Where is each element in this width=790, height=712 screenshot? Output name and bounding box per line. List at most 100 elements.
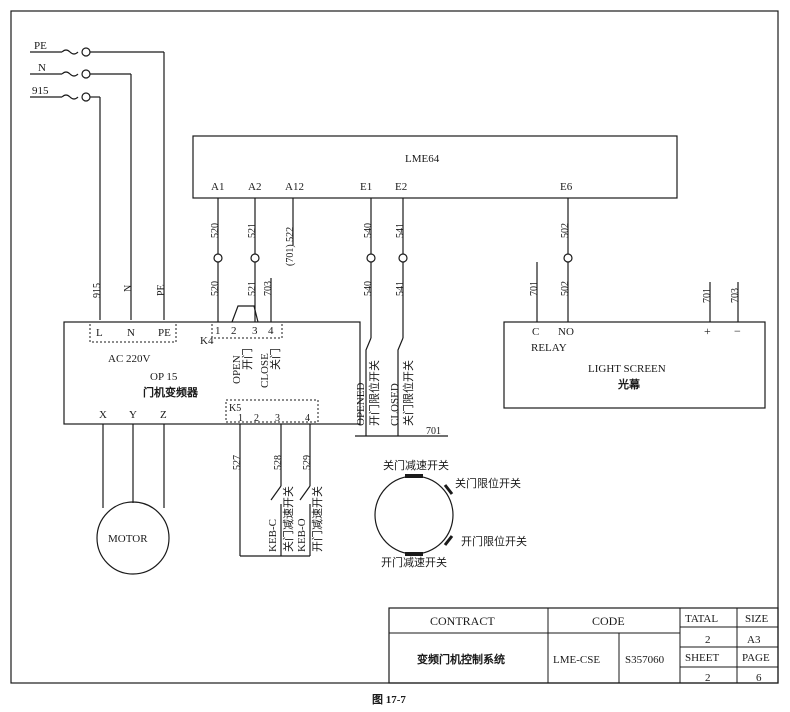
k4-pin-4: 4: [268, 325, 274, 337]
terminal-n: N: [127, 327, 135, 339]
k5-pin-3: 3: [275, 413, 280, 424]
motor-label: MOTOR: [108, 533, 148, 545]
wire-label-502-top: 502: [560, 223, 571, 238]
feed-label-l: 915: [92, 283, 103, 298]
output-x: X: [99, 409, 107, 421]
plus-terminal: +: [704, 324, 711, 338]
k4-bridge: [231, 305, 259, 323]
opened-label: OPENED: [355, 383, 367, 426]
lme64-terminal-e6: E6: [560, 181, 573, 193]
limit-switches: 701 OPENED 开门限位开关 CLOSED 关门限位开关: [355, 337, 448, 437]
wire-label-540-mid: 540: [363, 281, 374, 296]
supply-terminals: PE N 915 915 N PE: [30, 40, 167, 320]
wire-label-502-mid: 502: [560, 281, 571, 296]
output-y: Y: [129, 409, 137, 421]
code-header: CODE: [592, 614, 625, 628]
pe-label: PE: [34, 40, 47, 52]
cam-bottom-marker: [405, 552, 423, 556]
k4-terminal-strip: [211, 321, 283, 339]
k5-label: K5: [229, 403, 241, 414]
k4-pin-1: 1: [215, 325, 221, 337]
output-z: Z: [160, 409, 167, 421]
size-value: A3: [747, 634, 761, 646]
deceleration-switches: 527 528 529 KEB-C 关门减速开关 KEB-O 开门减速开关: [232, 424, 324, 557]
contract-header: CONTRACT: [430, 614, 495, 628]
relay-label: RELAY: [531, 342, 567, 354]
wire-label-c-701: 701: [529, 281, 540, 296]
wire-label-521-top: 521: [247, 223, 258, 238]
tatal-header: TATAL: [685, 613, 718, 625]
supply-voltage: AC 220V: [108, 353, 151, 365]
sheet-value: 2: [705, 672, 711, 684]
terminal-520: [213, 253, 223, 263]
cam-circle: [374, 475, 454, 555]
keb-c-contact: [270, 485, 282, 501]
minus-terminal: −: [734, 324, 741, 338]
close-label: CLOSE: [259, 353, 271, 388]
lme64-wiring: 520 520 521 521 (701) 522 703 540 540 54…: [210, 198, 573, 338]
feed-label-pe: PE: [156, 284, 167, 296]
motor: MOTOR: [96, 424, 170, 575]
tatal-value: 2: [705, 634, 711, 646]
cam-lower-right-label: 开门限位开关: [461, 534, 527, 548]
cam-upper-right-marker: [443, 484, 454, 495]
wire-label-527: 527: [232, 455, 243, 470]
close-cn-label: 关门: [268, 348, 282, 370]
k5-pin-4: 4: [305, 413, 310, 424]
wire-label-522: (701) 522: [285, 227, 296, 266]
lme64-controller: LME64 A1 A2 A12 E1 E2 E6: [192, 135, 678, 199]
cam-top-label: 关门减速开关: [383, 458, 449, 472]
k4-pin-2: 2: [231, 325, 237, 337]
lme64-terminal-a12: A12: [285, 181, 304, 193]
motor-symbol: [96, 501, 170, 575]
closed-label: CLOSED: [389, 383, 401, 426]
cam-bottom-label: 开门减速开关: [381, 555, 447, 569]
lme64-terminal-a1: A1: [211, 181, 224, 193]
relay-no-terminal: NO: [558, 326, 574, 338]
wire-label-521-mid: 521: [247, 281, 258, 296]
lme64-terminal-e2: E2: [395, 181, 407, 193]
terminal-502: [563, 253, 573, 263]
closed-cn-label: 关门限位开关: [401, 360, 415, 426]
light-screen-box: [503, 321, 766, 409]
figure-caption: 图 17-7: [372, 693, 406, 706]
k5-pin-2: 2: [254, 413, 259, 424]
light-screen: 701 701 703 C NO RELAY + − LIGHT SCREEN …: [503, 262, 766, 409]
open-label: OPEN: [231, 355, 243, 384]
title-block: CONTRACT CODE TATAL SIZE 2 A3 变频门机控制系统 L…: [388, 607, 779, 684]
page-header: PAGE: [742, 652, 770, 664]
inverter-name: 门机变频器: [143, 385, 199, 399]
l915-fuse-terminal: [81, 92, 91, 102]
terminal-l: L: [96, 327, 103, 339]
wire-label-520-mid: 520: [210, 281, 221, 296]
relay-c-terminal: C: [532, 326, 539, 338]
size-header: SIZE: [745, 613, 769, 625]
door-inverter: L N PE K4 1 2 3 4 OPEN 开门 CLOSE 关门 AC 22…: [63, 321, 361, 425]
lme64-title: LME64: [405, 153, 440, 165]
light-screen-title: LIGHT SCREEN: [588, 363, 666, 375]
l915-label: 915: [32, 85, 49, 97]
wire-label-703: 703: [263, 281, 274, 296]
inverter-model: OP 15: [150, 371, 178, 383]
contract-value: 变频门机控制系统: [417, 652, 505, 666]
cam-upper-right-label: 关门限位开关: [455, 476, 521, 490]
wire-label-541-top: 541: [395, 223, 406, 238]
terminal-521: [250, 253, 260, 263]
pe-fuse-terminal: [81, 47, 91, 57]
cam-lower-right-marker: [443, 535, 454, 546]
open-cn-label: 开门: [240, 348, 254, 370]
terminal-pe: PE: [158, 327, 171, 339]
keb-c-cn-label: 关门减速开关: [281, 486, 295, 552]
cam-diagram: 关门减速开关 关门限位开关 开门限位开关 开门减速开关: [374, 458, 527, 569]
power-terminal-strip: [89, 321, 177, 343]
wire-label-minus-703: 703: [730, 288, 741, 303]
k4-pin-3: 3: [252, 325, 258, 337]
lme64-terminal-a2: A2: [248, 181, 261, 193]
limit-common-wire: 701: [426, 426, 441, 437]
wire-label-529: 529: [302, 455, 313, 470]
wire-label-plus-701: 701: [702, 288, 713, 303]
feed-label-n: N: [123, 285, 134, 292]
terminal-540: [366, 253, 376, 263]
drawing-frame: [10, 10, 779, 684]
